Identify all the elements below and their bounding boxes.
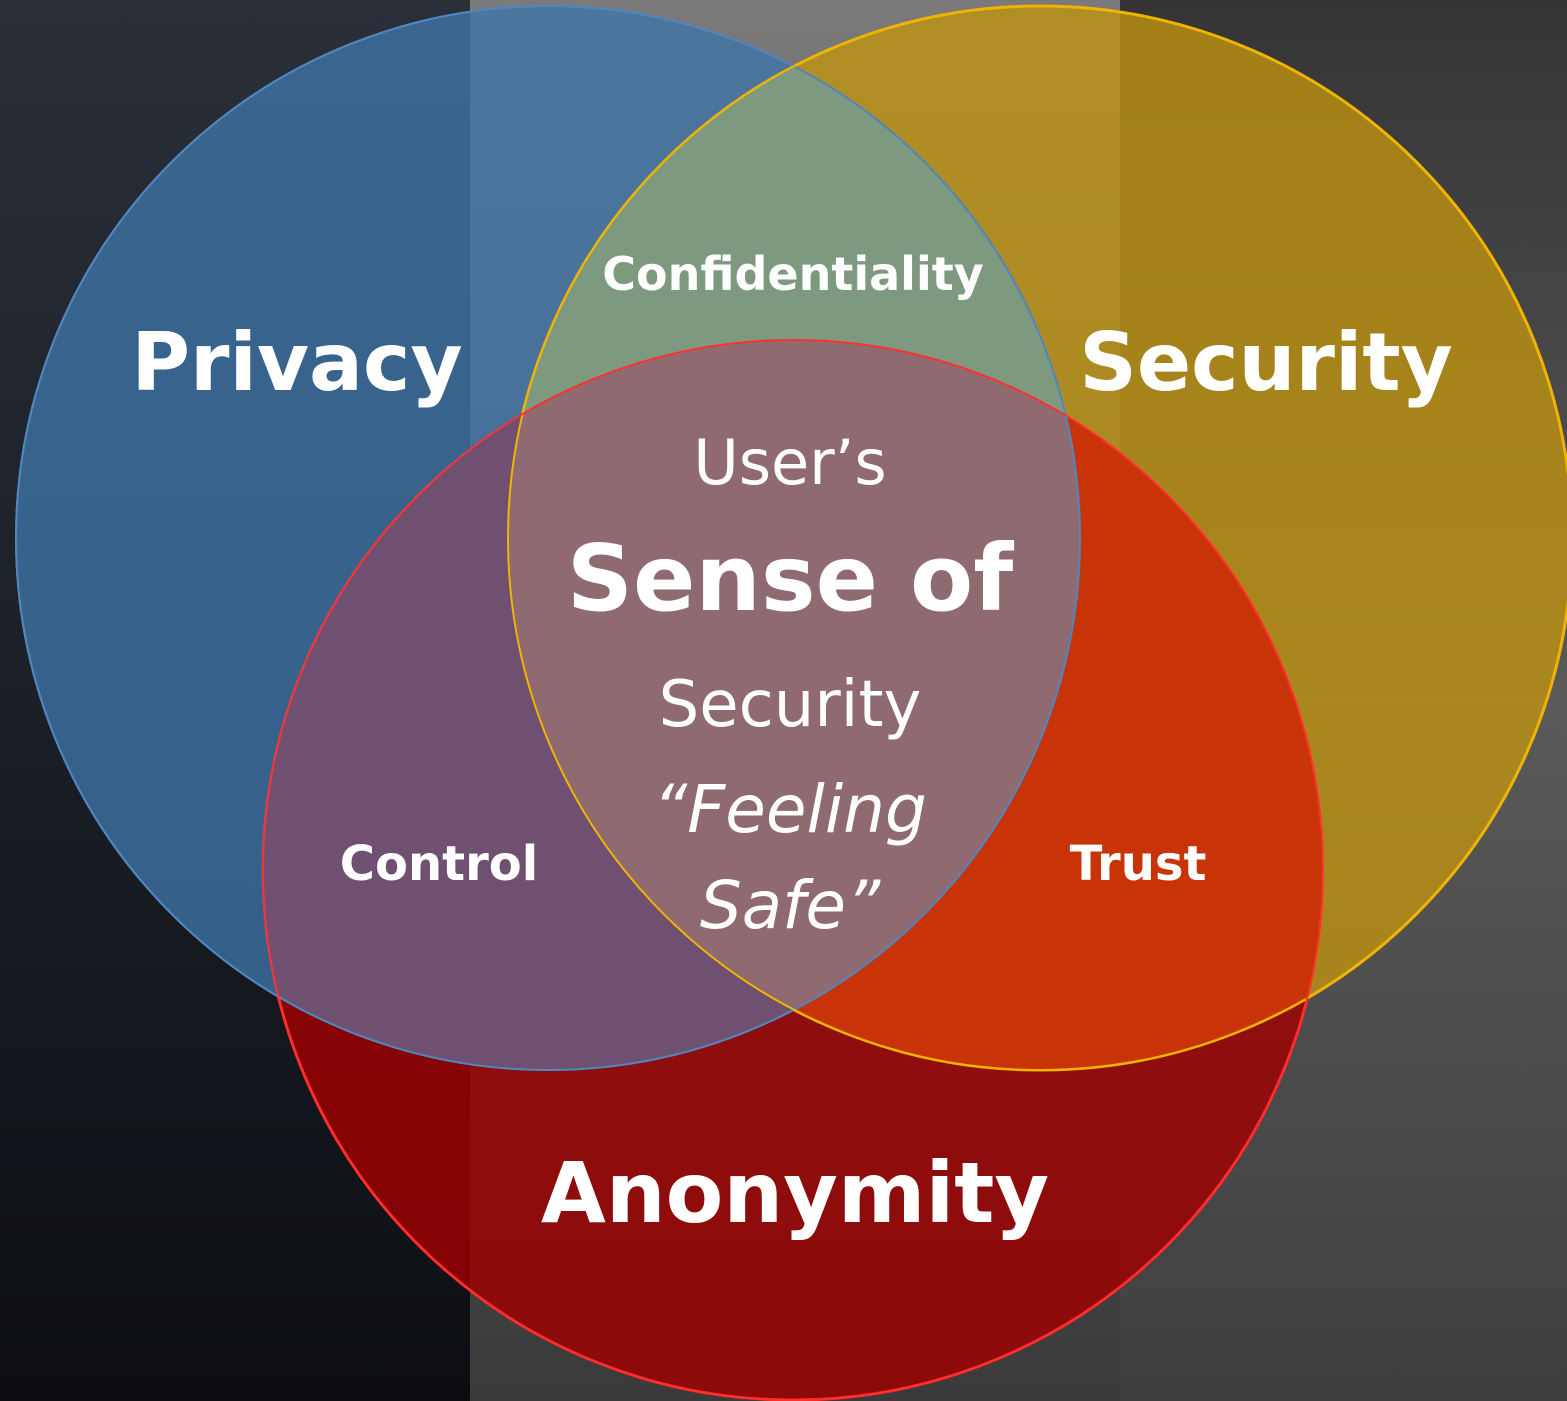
center-line-safe: Safe”: [700, 867, 881, 944]
center-overlap: [508, 340, 1080, 1070]
center-line-users: User’s: [693, 426, 886, 499]
privacy-label: Privacy: [131, 316, 462, 409]
security-label: Security: [1079, 316, 1453, 409]
control-label: Control: [340, 836, 538, 892]
confidentiality-label: Confidentiality: [602, 247, 983, 301]
center-line-security: Security: [659, 668, 922, 742]
anonymity-label: Anonymity: [541, 1144, 1049, 1242]
center-line-sense-of: Sense of: [567, 525, 1015, 632]
center-line-feeling: “Feeling: [653, 771, 927, 848]
trust-label: Trust: [1070, 836, 1207, 892]
